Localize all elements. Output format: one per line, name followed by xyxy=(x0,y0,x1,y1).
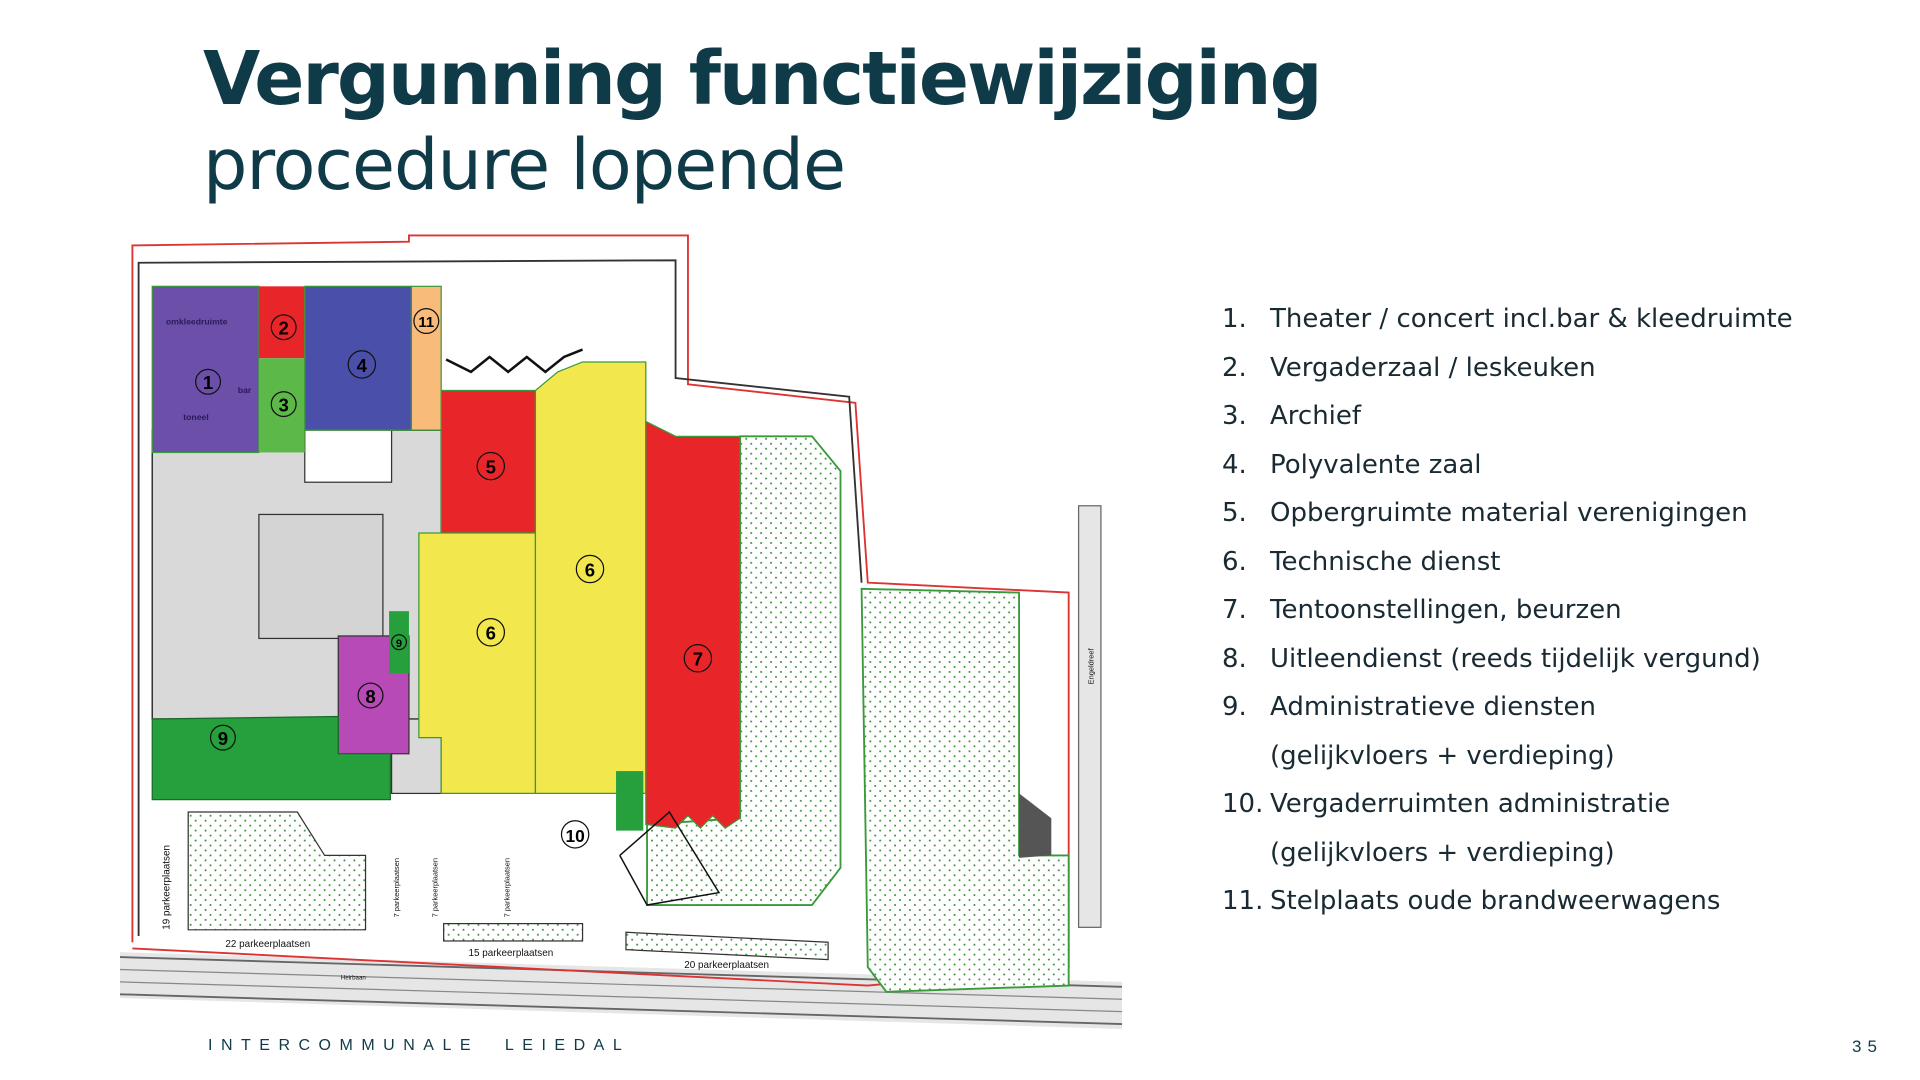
zone-10 xyxy=(616,771,644,831)
function-legend: 1.Theater / concert incl.bar & kleedruim… xyxy=(1222,300,1793,931)
legend-item: (gelijkvloers + verdieping) xyxy=(1270,740,1615,771)
legend-item: 9.Administratieve diensten xyxy=(1222,692,1596,722)
parking-label: 20 parkeerplaatsen xyxy=(684,960,769,971)
parking-label: 22 parkeerplaatsen xyxy=(225,939,310,950)
zone-number: 9 xyxy=(396,638,402,650)
green-area xyxy=(187,811,367,931)
parking-label: 7 parkeerplaatsen xyxy=(430,858,439,917)
zone-7 xyxy=(645,420,741,830)
legend-item: 5.Opbergruimte material verenigingen xyxy=(1222,498,1748,528)
zone-number: 3 xyxy=(279,395,289,416)
parking-label: 7 parkeerplaatsen xyxy=(392,858,401,917)
legend-item: 11.Stelplaats oude brandweerwagens xyxy=(1222,886,1721,916)
room-label-dressing: omkleedruimte xyxy=(166,317,228,327)
zone-number: 4 xyxy=(357,355,368,376)
footer-organization: INTERCOMMUNALE LEIEDAL xyxy=(208,1037,631,1054)
zone-6b xyxy=(534,361,647,795)
road xyxy=(120,952,1122,1029)
page-number: 35 xyxy=(1852,1037,1883,1056)
site-floor-plan: 1 2 3 4 5 6 6 7 8 9 9 10 11 omkleedruimt… xyxy=(120,234,1122,1029)
legend-item: 7.Tentoonstellingen, beurzen xyxy=(1222,595,1622,625)
zone-9-small xyxy=(389,611,409,674)
slide-title: Vergunning functiewijziging xyxy=(203,36,1323,122)
zone-number: 2 xyxy=(279,318,289,339)
zone-2 xyxy=(258,286,305,359)
legend-item: 3.Archief xyxy=(1222,401,1362,431)
legend-item: 4.Polyvalente zaal xyxy=(1222,449,1482,480)
green-area xyxy=(860,587,1070,993)
zone-9 xyxy=(151,715,391,801)
parking-label: 19 parkeerplaatsen xyxy=(162,845,173,930)
slide-subtitle: procedure lopende xyxy=(203,124,846,206)
zone-5 xyxy=(440,389,537,534)
zone-number: 8 xyxy=(365,686,375,707)
zone-number: 7 xyxy=(693,649,703,670)
zone-number: 6 xyxy=(486,623,496,644)
room-label-bar: bar xyxy=(238,385,252,395)
legend-item: 8.Uitleendienst (reeds tijdelijk vergund… xyxy=(1222,643,1761,674)
parking-label: 15 parkeerplaatsen xyxy=(468,948,553,959)
legend-item: 1.Theater / concert incl.bar & kleedruim… xyxy=(1222,304,1793,334)
street-label: Engeldreef xyxy=(1086,647,1095,684)
zone-number: 5 xyxy=(486,457,496,478)
legend-item: (gelijkvloers + verdieping) xyxy=(1270,837,1615,868)
zone-number: 6 xyxy=(585,559,595,580)
street-strip xyxy=(1077,505,1102,928)
zone-number: 1 xyxy=(203,372,213,393)
room-label-stage: toneel xyxy=(183,412,209,422)
zone-3 xyxy=(258,358,305,453)
zone-number: 9 xyxy=(218,728,228,749)
legend-item: 6.Technische dienst xyxy=(1222,546,1501,577)
legend-item: 10.Vergaderruimten administratie xyxy=(1222,789,1671,819)
street-label: Heirbaan xyxy=(341,974,367,981)
parking-label: 7 parkeerplaatsen xyxy=(502,858,511,917)
zone-11 xyxy=(410,285,442,431)
zone-number: 11 xyxy=(418,315,434,331)
legend-item: 2.Vergaderzaal / leskeuken xyxy=(1222,352,1596,383)
zone-number: 10 xyxy=(565,826,584,846)
